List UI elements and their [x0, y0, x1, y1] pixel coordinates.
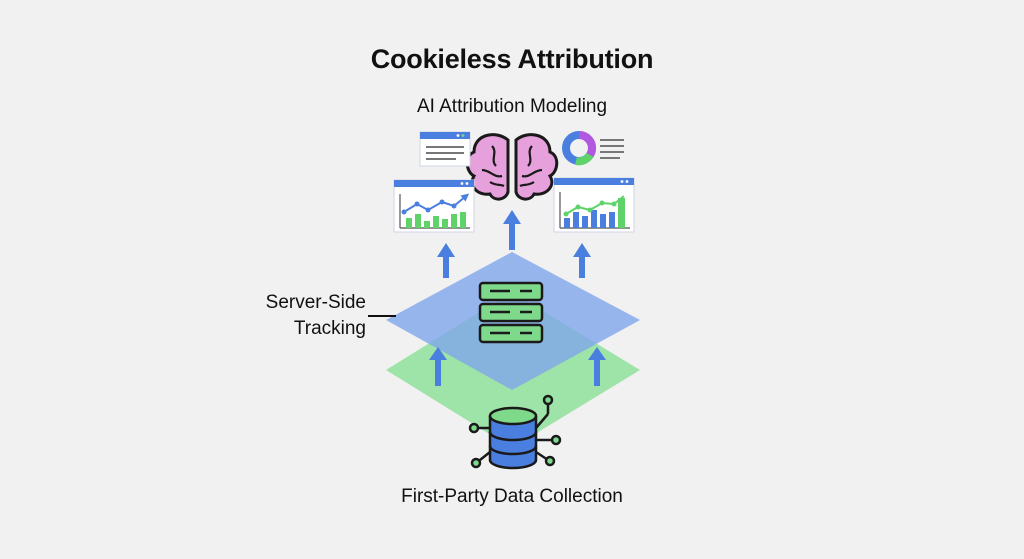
document-window-icon: [419, 131, 471, 167]
up-arrow-icon: [429, 347, 447, 386]
server-rack-icon: [478, 281, 544, 344]
bar-chart-icon: [553, 177, 635, 233]
brain-icon: [465, 133, 559, 201]
up-arrow-icon: [588, 347, 606, 386]
database-icon: [468, 394, 562, 470]
up-arrow-icon: [437, 243, 455, 278]
page-title: Cookieless Attribution: [370, 44, 654, 74]
up-arrow-icon: [573, 243, 591, 278]
ai-attribution-label: AI Attribution Modeling: [416, 96, 608, 117]
donut-chart-icon: [562, 130, 624, 166]
up-arrow-icon: [503, 210, 521, 250]
first-party-data-label: First-Party Data Collection: [401, 486, 623, 507]
line-chart-icon: [393, 179, 475, 233]
server-side-label-line2: Tracking: [293, 317, 366, 339]
server-side-tracking-label: Server-Side Tracking: [230, 290, 366, 341]
server-side-label-line1: Server-Side: [265, 292, 366, 313]
